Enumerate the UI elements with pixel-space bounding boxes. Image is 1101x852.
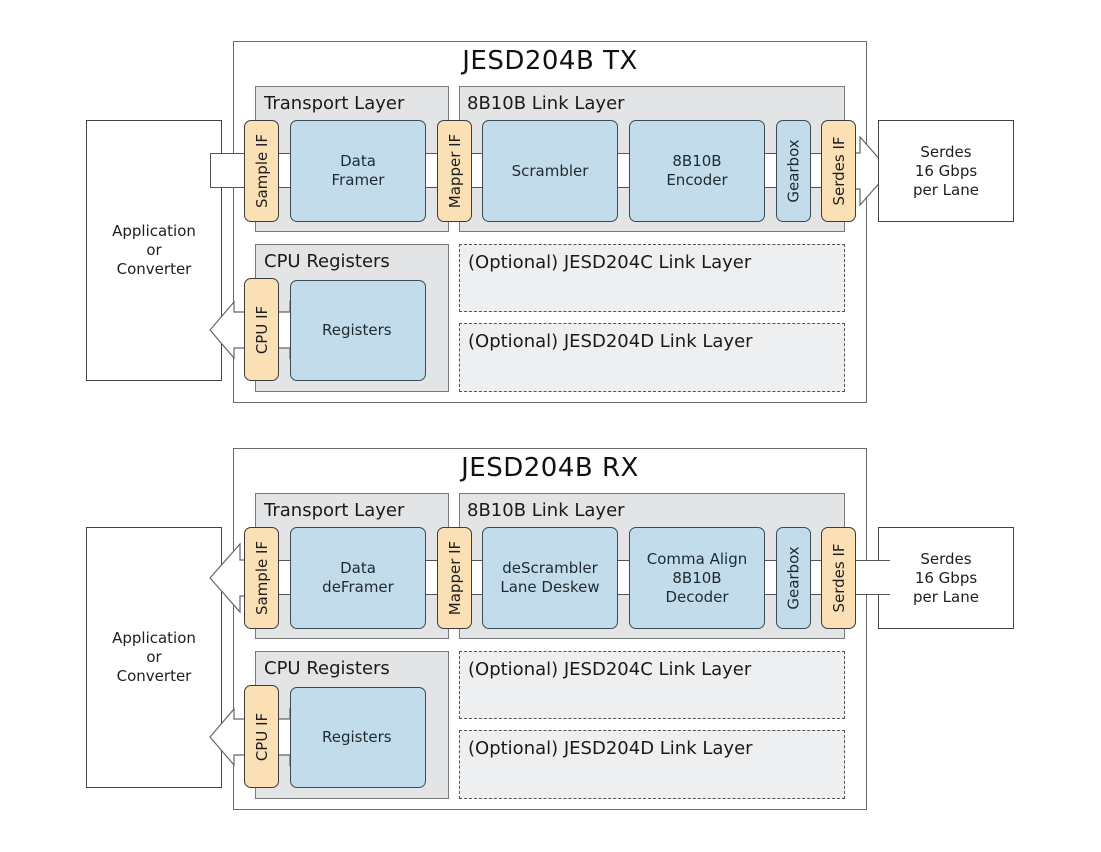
app-line-3: Converter bbox=[116, 260, 192, 278]
rx-serdes-box: Serdes 16 Gbps per Lane bbox=[878, 527, 1014, 629]
rx-serdes-line-2: 16 Gbps bbox=[914, 568, 978, 587]
application-converter-box: Application or Converter bbox=[86, 120, 222, 381]
rx-serdes-line-1: Serdes bbox=[920, 549, 972, 568]
rx-framer-line-1: Data bbox=[340, 559, 376, 577]
tx-sample-if: Sample IF bbox=[244, 120, 279, 222]
rx-data-deframer: Data deFramer bbox=[290, 527, 426, 629]
tx-optional-d-label: (Optional) JESD204D Link Layer bbox=[468, 331, 753, 352]
rx-sample-if-label: Sample IF bbox=[252, 540, 271, 616]
tx-registers: Registers bbox=[290, 280, 426, 381]
app-line-2: or bbox=[146, 241, 162, 259]
tx-mapper-if: Mapper IF bbox=[437, 120, 472, 222]
app-line-1: Application bbox=[112, 629, 196, 647]
tx-data-framer: Data Framer bbox=[290, 120, 426, 222]
tx-cpu-if: CPU IF bbox=[244, 278, 279, 381]
tx-optional-jesd204d: (Optional) JESD204D Link Layer bbox=[459, 323, 845, 392]
rx-optional-jesd204d: (Optional) JESD204D Link Layer bbox=[459, 730, 845, 799]
rx-serdes-bus-stub-bottom bbox=[856, 594, 890, 596]
rx-block1-line-1: deScrambler bbox=[502, 559, 598, 577]
rx-serdes-line-3: per Lane bbox=[913, 587, 979, 606]
rx-descrambler-lane-deskew: deScrambler Lane Deskew bbox=[482, 527, 618, 629]
rx-link-layer-label: 8B10B Link Layer bbox=[467, 500, 625, 521]
tx-optional-c-label: (Optional) JESD204C Link Layer bbox=[468, 252, 752, 273]
rx-serdes-bus-stub bbox=[856, 561, 889, 594]
tx-registers-label: Registers bbox=[322, 321, 392, 339]
app-line-2: or bbox=[146, 648, 162, 666]
rx-block1-line-2: Lane Deskew bbox=[500, 578, 600, 596]
rx-cpu-if-label: CPU IF bbox=[252, 712, 271, 761]
app-line-1: Application bbox=[112, 222, 196, 240]
rx-serdes-if-label: Serdes IF bbox=[829, 543, 848, 613]
tx-gearbox: Gearbox bbox=[776, 120, 811, 222]
tx-scrambler: Scrambler bbox=[482, 120, 618, 222]
rx-optional-jesd204c: (Optional) JESD204C Link Layer bbox=[459, 651, 845, 719]
rx-mapper-if: Mapper IF bbox=[437, 527, 472, 629]
rx-cpu-registers-label: CPU Registers bbox=[264, 658, 390, 679]
tx-gearbox-label: Gearbox bbox=[784, 139, 802, 203]
rx-title: JESD204B RX bbox=[461, 453, 639, 483]
tx-8b10b-encoder: 8B10B Encoder bbox=[629, 120, 765, 222]
tx-serdes-line-2: 16 Gbps bbox=[914, 161, 978, 180]
rx-block2-line-3: Decoder bbox=[665, 587, 729, 606]
tx-serdes-box: Serdes 16 Gbps per Lane bbox=[878, 120, 1014, 222]
tx-serdes-if-label: Serdes IF bbox=[829, 136, 848, 206]
tx-mapper-if-label: Mapper IF bbox=[445, 133, 464, 209]
rx-cpu-if: CPU IF bbox=[244, 685, 279, 788]
rx-sample-if: Sample IF bbox=[244, 527, 279, 629]
tx-block2-line-2: Encoder bbox=[666, 171, 728, 189]
tx-serdes-line-1: Serdes bbox=[920, 142, 972, 161]
tx-serdes-line-3: per Lane bbox=[913, 180, 979, 199]
tx-framer-line-2: Framer bbox=[331, 171, 385, 189]
rx-serdes-if: Serdes IF bbox=[821, 527, 856, 629]
tx-framer-line-1: Data bbox=[340, 152, 376, 170]
tx-cpu-if-label: CPU IF bbox=[252, 305, 271, 354]
app-line-3: Converter bbox=[116, 667, 192, 685]
rx-framer-line-2: deFramer bbox=[322, 578, 394, 596]
rx-block2-line-1: Comma Align bbox=[646, 549, 748, 568]
rx-registers-label: Registers bbox=[322, 728, 392, 746]
rx-optional-c-label: (Optional) JESD204C Link Layer bbox=[468, 659, 752, 680]
tx-title: JESD204B TX bbox=[462, 46, 638, 76]
rx-block2-line-2: 8B10B bbox=[672, 568, 722, 587]
application-converter-box: Application or Converter bbox=[86, 527, 222, 788]
tx-serdes-if: Serdes IF bbox=[821, 120, 856, 222]
tx-bus-left-cap bbox=[210, 153, 212, 188]
tx-transport-layer-label: Transport Layer bbox=[264, 93, 405, 114]
tx-cpu-registers-label: CPU Registers bbox=[264, 251, 390, 272]
rx-application-arrow-icon bbox=[209, 542, 247, 614]
rx-gearbox-label: Gearbox bbox=[784, 546, 802, 610]
rx-gearbox: Gearbox bbox=[776, 527, 811, 629]
rx-transport-layer-label: Transport Layer bbox=[264, 500, 405, 521]
tx-sample-if-label: Sample IF bbox=[252, 133, 271, 209]
tx-block1-line-1: Scrambler bbox=[511, 161, 589, 180]
rx-serdes-bus-stub-top bbox=[856, 560, 890, 562]
rx-optional-d-label: (Optional) JESD204D Link Layer bbox=[468, 738, 753, 759]
tx-block2-line-1: 8B10B bbox=[672, 152, 722, 170]
rx-comma-align-decoder: Comma Align 8B10B Decoder bbox=[629, 527, 765, 629]
tx-link-layer-label: 8B10B Link Layer bbox=[467, 93, 625, 114]
tx-optional-jesd204c: (Optional) JESD204C Link Layer bbox=[459, 244, 845, 312]
rx-mapper-if-label: Mapper IF bbox=[445, 540, 464, 616]
rx-registers: Registers bbox=[290, 687, 426, 788]
